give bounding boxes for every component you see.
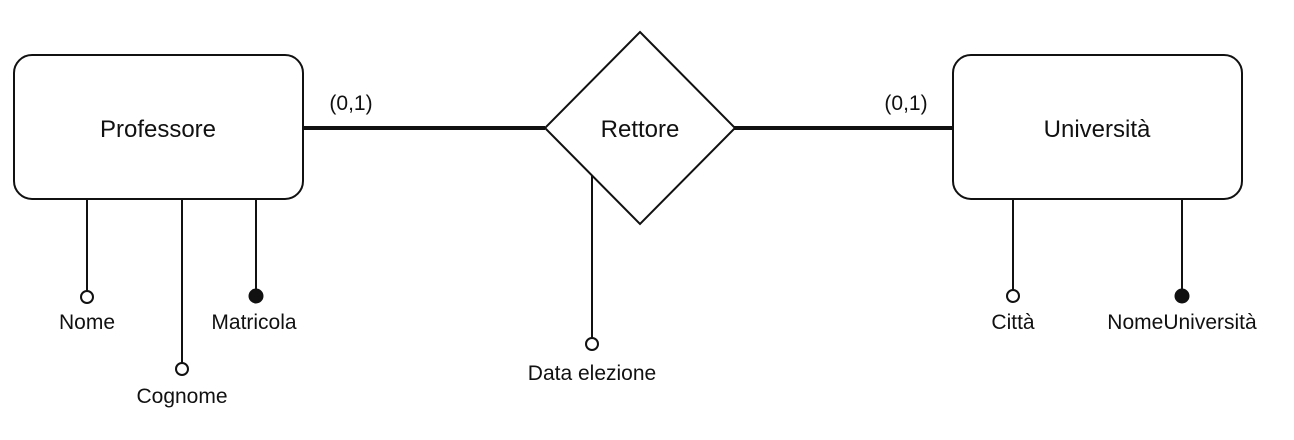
relationship-rettore-label: Rettore [601, 116, 680, 143]
attribute-matricola-key-marker [248, 288, 264, 304]
attribute-nome-marker [80, 290, 94, 304]
cardinality-professore: (0,1) [329, 92, 372, 115]
entity-universita-label: Università [1044, 116, 1151, 143]
entity-professore [13, 54, 304, 200]
attribute-nome-universita-key-marker [1174, 288, 1190, 304]
cardinality-universita: (0,1) [884, 92, 927, 115]
attribute-matricola-label: Matricola [211, 311, 297, 334]
attribute-data-elezione-label: Data elezione [528, 362, 656, 385]
attribute-nome-label: Nome [59, 311, 115, 334]
entity-universita [952, 54, 1243, 200]
attribute-citta-marker [1006, 289, 1020, 303]
attribute-cognome-label: Cognome [136, 385, 227, 408]
attribute-nome-universita-label: NomeUniversità [1107, 311, 1257, 334]
entity-professore-label: Professore [100, 116, 216, 143]
attribute-cognome-marker [175, 362, 189, 376]
attribute-data-elezione-marker [585, 337, 599, 351]
attribute-citta-label: Città [991, 311, 1035, 334]
